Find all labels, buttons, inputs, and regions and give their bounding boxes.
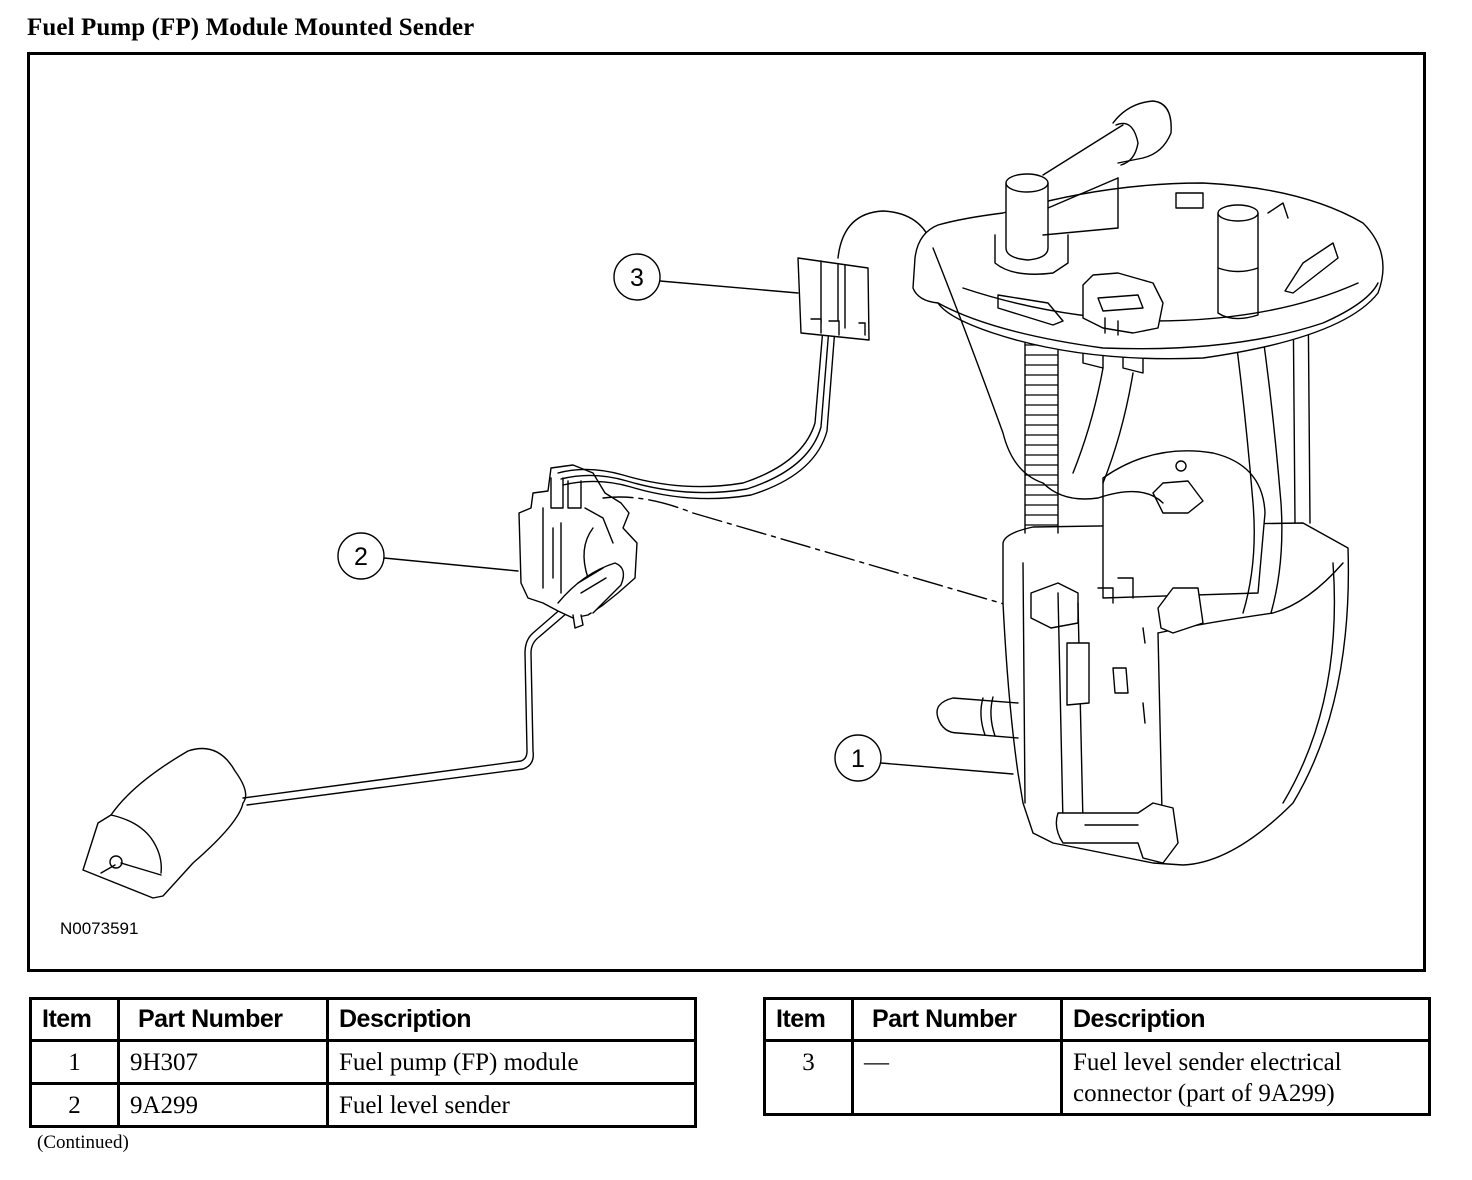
- electrical-connector: [797, 210, 934, 341]
- svg-text:1: 1: [851, 745, 865, 773]
- float-arm: [242, 606, 568, 806]
- item-number: 1: [29, 1039, 120, 1085]
- description-line-1: Fuel level sender electrical: [1073, 1049, 1342, 1076]
- description: Fuel level sender: [326, 1082, 697, 1128]
- part-number: —: [851, 1039, 1063, 1116]
- column-header-item: Item: [763, 997, 854, 1042]
- illustration-frame: 3 2 1: [27, 52, 1426, 972]
- page-title: Fuel Pump (FP) Module Mounted Sender: [27, 14, 475, 41]
- parts-table-left: Item Part Number Description 1 9H307 Fue…: [29, 997, 697, 1128]
- parts-table-right: Item Part Number Description 3 — Fuel le…: [763, 997, 1431, 1116]
- part-number: 9H307: [117, 1039, 329, 1085]
- table-row: 3 — Fuel level sender electrical connect…: [763, 1039, 1431, 1116]
- column-header-description: Description: [1060, 997, 1431, 1042]
- fuel-pump-illustration: 3 2 1: [82, 100, 1384, 899]
- item-number: 2: [29, 1082, 120, 1128]
- description: Fuel level sender electrical connector (…: [1060, 1039, 1431, 1116]
- part-number: 9A299: [117, 1082, 329, 1128]
- item-number: 3: [763, 1039, 854, 1116]
- callout-2: 2: [337, 532, 519, 580]
- float: [82, 747, 247, 899]
- continued-note: (Continued): [37, 1132, 129, 1153]
- svg-text:3: 3: [630, 264, 644, 292]
- column-header-description: Description: [326, 997, 697, 1042]
- column-header-part-number: Part Number: [117, 997, 329, 1042]
- column-header-item: Item: [29, 997, 120, 1042]
- table-header-row: Item Part Number Description: [763, 997, 1431, 1042]
- figure-id: N0073591: [60, 919, 139, 938]
- callout-1: 1: [834, 734, 1014, 782]
- column-header-part-number: Part Number: [851, 997, 1063, 1042]
- svg-text:2: 2: [354, 543, 368, 571]
- fuel-level-sender: [518, 464, 638, 629]
- description-line-2: connector (part of 9A299): [1073, 1080, 1335, 1107]
- description: Fuel pump (FP) module: [326, 1039, 697, 1085]
- callout-3: 3: [613, 253, 799, 301]
- fuel-pump-module: [912, 100, 1384, 866]
- table-row: 2 9A299 Fuel level sender: [29, 1082, 697, 1128]
- table-row: 1 9H307 Fuel pump (FP) module: [29, 1039, 697, 1085]
- table-header-row: Item Part Number Description: [29, 997, 697, 1042]
